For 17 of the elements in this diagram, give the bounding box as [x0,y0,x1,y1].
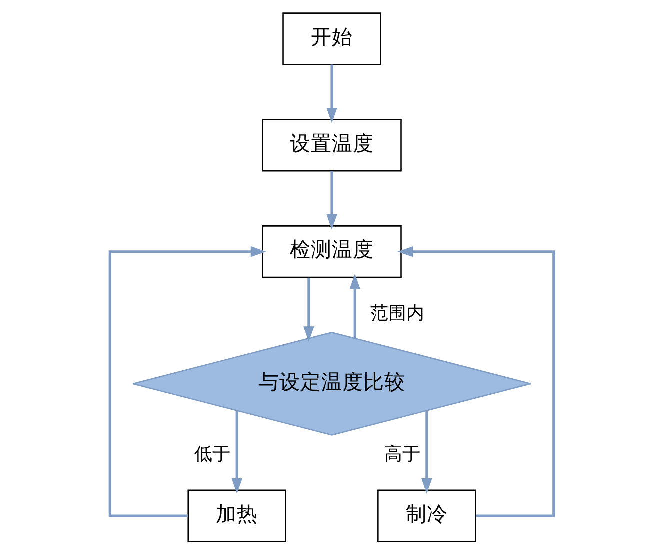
arrow [422,411,432,494]
arrow [326,171,338,230]
arrow [232,411,242,494]
node-box: 设置温度 [262,119,402,172]
edge-label: 高于 [384,444,421,465]
arrow [398,246,556,518]
edge-label: 低于 [194,444,231,465]
arrow [326,64,338,124]
arrow [350,274,360,338]
node-box: 加热 [188,490,286,542]
arrow [304,278,314,342]
arrow [108,246,266,518]
node-box: 检测温度 [262,226,402,278]
node-diamond: 与设定温度比较 [132,332,532,436]
node-box: 制冷 [378,490,476,542]
edge-label: 范围内 [370,302,424,324]
node-box: 开始 [282,12,382,66]
